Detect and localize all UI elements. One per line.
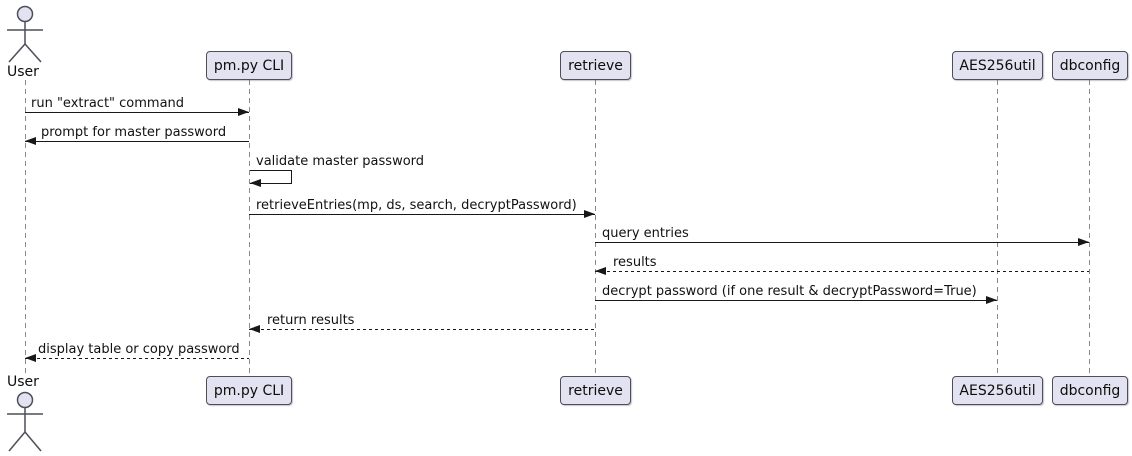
self-message-top-line [250,170,292,171]
participant-label: retrieve [568,57,623,74]
message-label-retrieve-entries: retrieveEntries(mp, ds, search, decryptP… [256,198,577,213]
lifeline-pmpy-cli [249,80,250,376]
arrowhead-icon [249,325,260,333]
participant-box-retrieve-top: retrieve [560,51,631,80]
arrowhead-icon [25,354,36,362]
participant-box-aes256util-bottom: AES256util [952,376,1043,405]
lifeline-user [25,80,26,375]
participant-box-aes256util-top: AES256util [952,51,1043,80]
message-arrow-decrypt-password [595,300,997,301]
participant-label: dbconfig [1059,382,1121,399]
participant-label: dbconfig [1059,57,1121,74]
arrowhead-icon [584,210,595,218]
participant-label: retrieve [568,382,623,399]
message-label-decrypt-password: decrypt password (if one result & decryp… [602,284,977,299]
arrowhead-icon [25,137,36,145]
arrowhead-icon [238,108,249,116]
message-arrow-query-entries [595,242,1089,243]
message-label-run-extract: run "extract" command [31,96,185,111]
message-arrow-display-table [25,358,249,359]
participant-box-retrieve-bottom: retrieve [560,376,631,405]
actor-label-user-top: User [7,64,39,80]
message-arrow-return-results [249,329,595,330]
self-message-right-line [291,170,292,184]
message-arrow-run-extract [25,112,249,113]
message-arrow-results [595,271,1089,272]
self-message-bottom-line [250,183,292,184]
message-label-query-entries: query entries [602,226,689,241]
message-label-validate-password: validate master password [256,154,425,169]
participant-box-pmpy-cli-bottom: pm.py CLI [206,376,292,405]
participant-box-pmpy-cli-top: pm.py CLI [206,51,292,80]
participant-label: pm.py CLI [213,382,285,399]
actor-icon-user-bottom [7,391,43,452]
lifeline-aes256util [997,80,998,376]
participant-box-dbconfig-bottom: dbconfig [1052,376,1128,405]
participant-label: AES256util [959,382,1036,399]
message-label-results: results [613,255,657,270]
participant-box-dbconfig-top: dbconfig [1052,51,1128,80]
arrowhead-icon [595,267,606,275]
message-label-return-results: return results [267,313,355,328]
arrowhead-icon [250,179,261,187]
participant-label: pm.py CLI [213,57,285,74]
lifeline-retrieve [595,80,596,376]
lifeline-dbconfig [1089,80,1090,376]
message-arrow-prompt-password [25,141,249,142]
arrowhead-icon [1078,238,1089,246]
message-label-prompt-password: prompt for master password [41,125,227,140]
actor-icon-user-top [7,5,43,63]
arrowhead-icon [986,296,997,304]
participant-label: AES256util [959,57,1036,74]
actor-label-user-bottom: User [7,374,39,390]
message-label-display-table: display table or copy password [38,342,240,357]
message-arrow-retrieve-entries [249,214,595,215]
